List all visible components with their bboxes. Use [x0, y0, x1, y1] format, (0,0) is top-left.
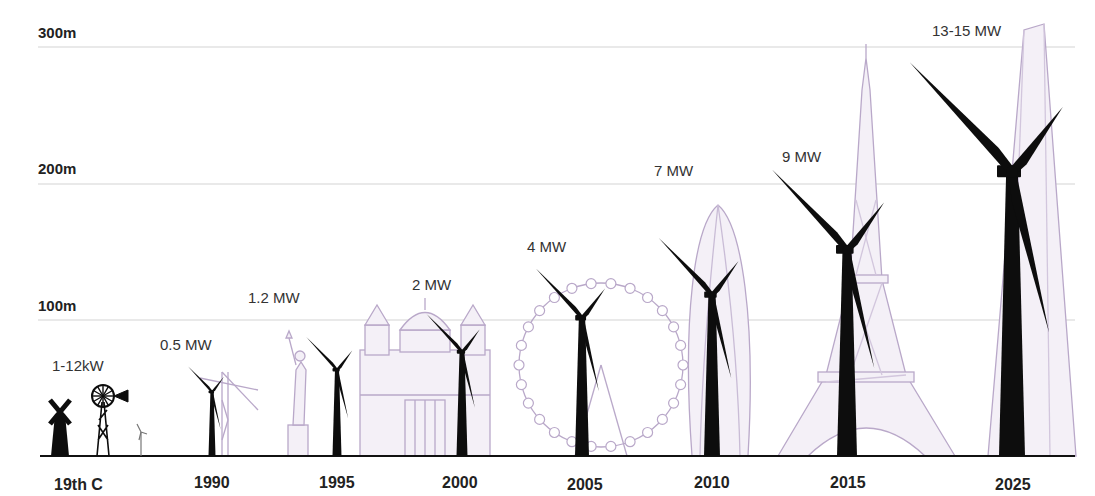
power-label: 2 MW [410, 276, 453, 293]
wind-turbine [910, 62, 1063, 456]
year-label: 1995 [317, 474, 357, 492]
year-label: 2010 [692, 474, 732, 492]
power-label: 4 MW [525, 238, 568, 255]
year-label: 2000 [440, 474, 480, 492]
year-label: 2025 [993, 476, 1033, 494]
power-label: 13-15 MW [930, 22, 1003, 39]
eiffel-tower [778, 44, 955, 456]
water-pump-windmill [92, 385, 128, 456]
height-label: 300m [36, 24, 78, 41]
wind-turbine [188, 366, 224, 456]
cathedral [360, 298, 490, 456]
wind-turbine [427, 314, 480, 456]
gridline [38, 183, 1075, 184]
year-label: 2005 [565, 476, 605, 494]
power-label: 7 MW [652, 162, 695, 179]
gherkin [688, 205, 750, 456]
year-label: 2015 [828, 474, 868, 492]
power-label: 1.2 MW [246, 289, 302, 306]
year-label: 19th C [52, 476, 105, 494]
year-label: 1990 [192, 474, 232, 492]
crane [200, 372, 258, 456]
wind-turbine [306, 337, 352, 456]
ground-line [40, 455, 1075, 457]
london-eye [519, 283, 683, 456]
power-label: 0.5 MW [158, 336, 214, 353]
gridline [38, 319, 1075, 320]
height-label: 100m [36, 297, 78, 314]
power-label: 9 MW [780, 148, 823, 165]
power-label: 1-12kW [50, 357, 106, 374]
gridline [38, 46, 1075, 47]
shard [988, 24, 1076, 456]
height-label: 200m [36, 160, 78, 177]
wind-turbine [659, 238, 739, 456]
windmill [50, 400, 70, 456]
statue-of-liberty [286, 331, 308, 456]
wind-turbine [536, 268, 605, 456]
small-turbine [137, 424, 147, 456]
wind-turbine [772, 170, 884, 456]
eye-capsules [514, 279, 688, 452]
